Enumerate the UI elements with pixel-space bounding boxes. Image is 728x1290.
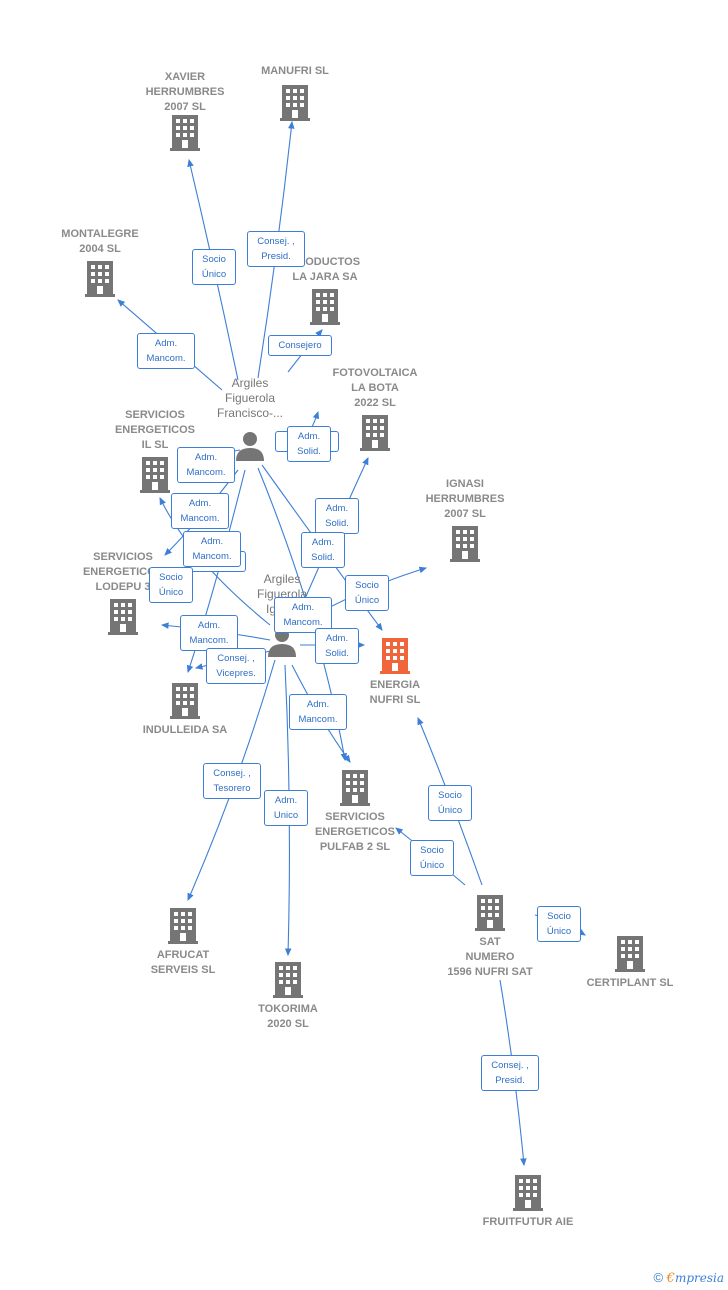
company-fotovoltaica-la-bota[interactable]: FOTOVOLTAICA LA BOTA 2022 SL xyxy=(320,366,430,451)
company-label: INDULLEIDA SA xyxy=(142,724,228,736)
edge-label[interactable]: Consej. , Presid. xyxy=(247,231,305,267)
brand-e: € xyxy=(666,1271,675,1286)
building-icon xyxy=(273,962,303,998)
edge-label[interactable]: Consej. , Vicepres. xyxy=(206,648,266,684)
company-label: XAVIER HERRUMBRES 2007 SL xyxy=(145,71,225,113)
company-label: IGNASI HERRUMBRES 2007 SL xyxy=(425,478,505,520)
company-tokorima[interactable]: TOKORIMA 2020 SL xyxy=(238,962,338,1032)
company-servicios-energeticos-pulfab[interactable]: SERVICIOS ENERGETICOS PULFAB 2 SL xyxy=(300,770,410,855)
edge-francisco-indulleida xyxy=(186,469,246,674)
building-icon xyxy=(475,895,505,931)
company-fruitfutur[interactable]: FRUITFUTUR AIE xyxy=(468,1175,588,1230)
brand-name: mpresia xyxy=(674,1271,724,1285)
company-montalegre[interactable]: MONTALEGRE 2004 SL xyxy=(45,227,155,297)
person-label: Argiles Figuerola Francisco-... xyxy=(216,376,283,420)
edge-label[interactable]: Socio Único xyxy=(428,785,472,821)
edge-label[interactable]: Consej. , Presid. xyxy=(481,1055,539,1091)
company-servicios-energeticos-lodepu[interactable]: SERVICIOS ENERGETICOS LODEPU 3 xyxy=(68,550,178,635)
company-label: TOKORIMA 2020 SL xyxy=(258,1003,318,1030)
edge-label[interactable]: Socio Único xyxy=(149,567,193,603)
company-label: AFRUCAT SERVEIS SL xyxy=(150,949,216,976)
company-label: SERVICIOS ENERGETICOS IL SL xyxy=(114,409,196,451)
company-label: MANUFRI SL xyxy=(261,65,329,77)
company-servicios-energeticos-il[interactable]: SERVICIOS ENERGETICOS IL SL xyxy=(100,408,210,493)
company-xavier-herrumbres[interactable]: XAVIER HERRUMBRES 2007 SL xyxy=(130,70,240,151)
edge-label[interactable]: Adm. Solid. xyxy=(287,426,331,462)
company-certiplant[interactable]: CERTIPLANT SL xyxy=(575,936,685,991)
edge-label[interactable]: Adm. Solid. xyxy=(315,498,359,534)
company-productos-la-jara[interactable]: PRODUCTOS LA JARA SA xyxy=(275,255,375,325)
company-indulleida[interactable]: INDULLEIDA SA xyxy=(130,683,240,738)
person-argiles-figuerola-francisco[interactable]: Argiles Figuerola Francisco-... xyxy=(200,376,300,461)
company-label: PRODUCTOS LA JARA SA xyxy=(289,256,361,283)
building-icon xyxy=(170,683,200,719)
copyright-symbol: © xyxy=(653,1270,664,1285)
company-label: FOTOVOLTAICA LA BOTA 2022 SL xyxy=(332,367,418,409)
edge-label[interactable]: Adm. Solid. xyxy=(315,628,359,664)
building-icon xyxy=(380,638,410,674)
edge-label[interactable]: Adm. Mancom. xyxy=(274,597,332,633)
edge-label[interactable]: Consej. , Tesorero xyxy=(203,763,261,799)
company-label: SERVICIOS ENERGETICOS PULFAB 2 SL xyxy=(314,811,396,853)
edge-label[interactable]: Consejero xyxy=(268,335,332,356)
building-icon xyxy=(170,115,200,151)
building-icon xyxy=(168,908,198,944)
edge-label[interactable]: Adm. Mancom. xyxy=(289,694,347,730)
edge-label[interactable]: Socio Único xyxy=(345,575,389,611)
company-label: CERTIPLANT SL xyxy=(586,977,674,989)
company-afrucat[interactable]: AFRUCAT SERVEIS SL xyxy=(128,908,238,978)
company-label: SAT NUMERO 1596 NUFRI SAT xyxy=(447,936,533,978)
edge-label[interactable]: Socio Único xyxy=(410,840,454,876)
edge-label[interactable]: Adm. Mancom. xyxy=(171,493,229,529)
building-icon xyxy=(108,599,138,635)
person-icon xyxy=(236,432,264,461)
edge-label[interactable]: Adm. Solid. xyxy=(301,532,345,568)
company-label: MONTALEGRE 2004 SL xyxy=(61,228,139,255)
company-energia-nufri-main[interactable]: ENERGIA NUFRI SL xyxy=(345,638,445,708)
building-icon xyxy=(310,289,340,325)
company-label: FRUITFUTUR AIE xyxy=(482,1216,574,1228)
edge-label[interactable]: Adm. Mancom. xyxy=(180,615,238,651)
edge-label[interactable]: Socio Único xyxy=(537,906,581,942)
company-label: SERVICIOS ENERGETICOS LODEPU 3 xyxy=(82,551,164,593)
edge-label[interactable]: Adm. Mancom. xyxy=(177,447,235,483)
building-icon xyxy=(340,770,370,806)
building-icon xyxy=(615,936,645,972)
edge-label[interactable]: Adm. Mancom. xyxy=(183,531,241,567)
company-label: ENERGIA NUFRI SL xyxy=(369,679,421,706)
building-icon xyxy=(280,85,310,121)
edge-label[interactable]: Socio Único xyxy=(192,249,236,285)
edge-label[interactable]: Adm. Unico xyxy=(264,790,308,826)
company-sat-numero-1596[interactable]: SAT NUMERO 1596 NUFRI SAT xyxy=(430,895,550,980)
empresia-logo[interactable]: © €mpresia xyxy=(653,1270,724,1286)
building-icon xyxy=(140,457,170,493)
company-ignasi-herrumbres[interactable]: IGNASI HERRUMBRES 2007 SL xyxy=(410,477,520,562)
edge-label[interactable]: Adm. Mancom. xyxy=(137,333,195,369)
building-icon xyxy=(513,1175,543,1211)
building-icon xyxy=(450,526,480,562)
company-manufri[interactable]: MANUFRI SL xyxy=(245,64,345,121)
building-icon xyxy=(360,415,390,451)
building-icon xyxy=(85,261,115,297)
